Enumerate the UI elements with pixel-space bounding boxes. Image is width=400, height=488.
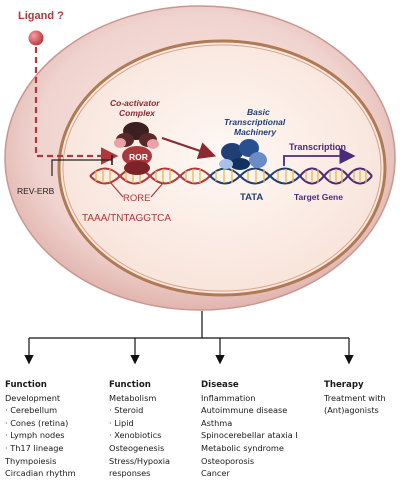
tata-label: TATA [240,192,263,203]
rev-erb-label: REV-ERB [17,186,55,196]
list-item: Autoimmune disease [201,405,288,416]
list-item: (Ant)agonists [324,405,379,416]
motif-label: TAAA/TNTAGGTCA [82,213,171,224]
list-item: Inflammation [201,392,256,403]
list-item: Metabolic syndrome [201,442,284,453]
list-item: · Xenobiotics [109,430,162,441]
transcriptional-machinery [219,139,267,170]
column-heading: Function [109,380,151,390]
list-item: Osteogenesis [109,442,165,453]
column-metabolism: Function Metabolism · Steroid · Lipid · … [109,379,170,480]
list-item: Metabolism [109,392,157,403]
machinery-label-line1: Basic [247,107,270,117]
list-item: Circadian rhythm [5,468,76,479]
transcription-label: Transcription [289,142,346,152]
list-item: · Lipid [109,417,134,428]
rore-label: RORE [123,193,150,204]
list-item: · Th17 lineage [5,442,64,453]
dna-helix-right [299,167,373,185]
list-item: responses [109,468,151,479]
list-item: Asthma [201,417,233,428]
ror-receptor [122,146,152,175]
coactivator-complex [114,122,159,149]
ligand-ball [28,30,44,46]
list-item: Cancer [201,468,230,479]
list-item: · Cones (retina) [5,417,69,428]
machinery-label-line2: Transcriptional [224,117,286,127]
machinery-label-line3: Machinery [234,127,277,137]
list-item: Thympoiesis [5,455,57,466]
column-heading: Disease [201,380,239,390]
list-item: · Cerebellum [5,405,58,416]
list-item: Spinocerebellar ataxia I [201,430,298,441]
dna-helix-left [89,167,211,185]
list-item: · Steroid [109,405,144,416]
ror-label: ROR [129,152,148,162]
column-disease: Disease Inflammation Autoimmune disease … [201,379,298,480]
coactivator-label-line2: Complex [119,108,156,118]
column-development: Function Development · Cerebellum · Cone… [5,379,76,480]
outcome-tree [24,311,354,365]
list-item: · Lymph nodes [5,430,65,441]
rore-bracket [109,181,165,198]
coactivator-label-line1: Co-activator [110,98,160,108]
transcription-arrow [283,147,356,166]
rev-erb-inhibition-line [51,159,112,176]
list-item: Osteoporosis [201,455,255,466]
outcome-columns: Function Development · Cerebellum · Cone… [0,379,400,488]
column-therapy: Therapy Treatment with (Ant)agonists [324,379,386,417]
list-item: Treatment with [324,392,386,403]
column-heading: Function [5,380,47,390]
column-heading: Therapy [324,380,364,390]
list-item: Development [5,392,61,403]
target-gene-label: Target Gene [294,192,343,202]
complex-to-machinery-arrow [161,136,217,160]
nucleus-inner-rim [62,44,382,292]
ligand-label: Ligand ? [18,10,64,22]
list-item: Stress/Hypoxia [109,455,171,466]
ligand-path-arrow [34,47,119,165]
